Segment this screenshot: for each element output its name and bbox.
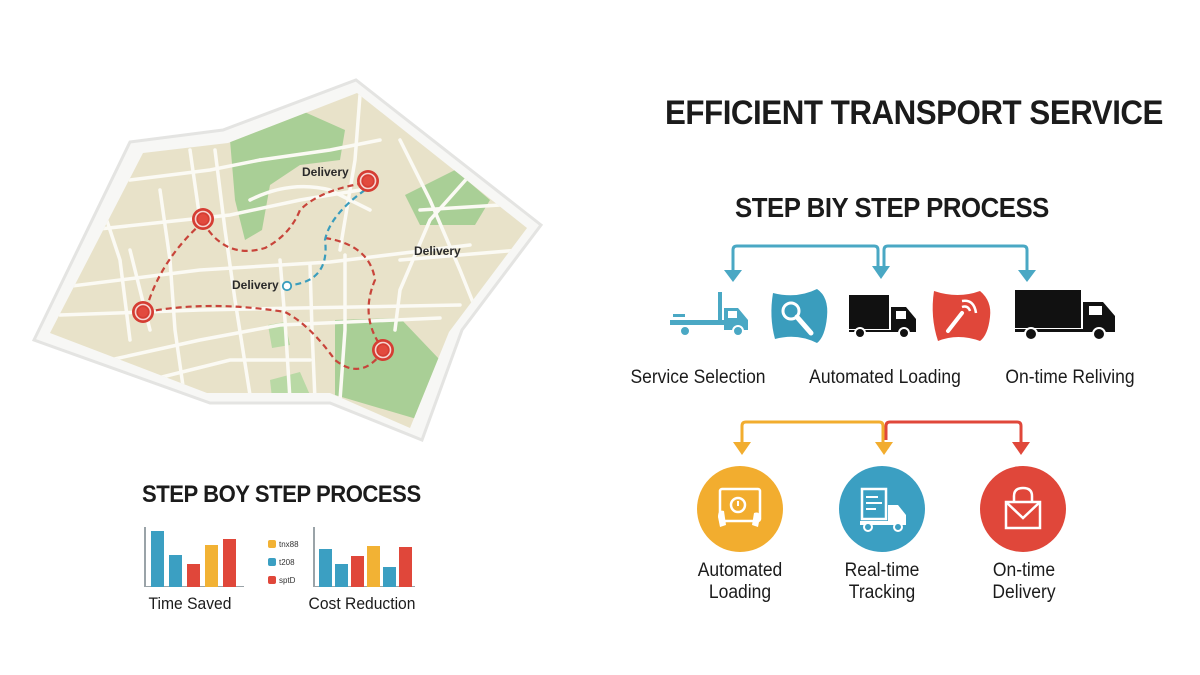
arrow-down-icon bbox=[875, 442, 893, 455]
chart-bar bbox=[151, 531, 164, 587]
delivery-pin-4[interactable] bbox=[371, 338, 395, 362]
map-label-delivery-center: Delivery bbox=[232, 278, 279, 292]
top-flow-arrows bbox=[724, 244, 1036, 282]
label-line: Automated bbox=[697, 560, 783, 581]
map-label-delivery-top: Delivery bbox=[302, 165, 349, 179]
tap-signal-icon bbox=[928, 287, 994, 350]
chart-bar bbox=[169, 555, 182, 587]
flatbed-truck-icon bbox=[668, 290, 752, 345]
label-line: Delivery bbox=[992, 582, 1056, 603]
legend-label: t208 bbox=[279, 557, 295, 567]
real-time-tracking-step[interactable] bbox=[839, 466, 925, 552]
tracking-truck-icon bbox=[860, 487, 906, 532]
legend-swatch bbox=[268, 576, 276, 584]
arrow-down-icon bbox=[733, 442, 751, 455]
loading-screen-icon bbox=[718, 487, 762, 527]
legend-item: sptD bbox=[268, 573, 308, 587]
stats-title: STEP BOY STEP PROCESS bbox=[142, 481, 421, 508]
chart-bar bbox=[351, 556, 364, 587]
chart-bar bbox=[319, 549, 332, 587]
arrow-down-icon bbox=[724, 270, 742, 282]
bottom-step-label-on-time-delivery: On-time Delivery bbox=[969, 560, 1079, 604]
delivery-pin-2[interactable] bbox=[191, 207, 215, 231]
legend-label: tnx88 bbox=[279, 539, 299, 549]
cost-reduction-label: Cost Reduction bbox=[308, 594, 416, 613]
chart-y-axis bbox=[313, 527, 315, 587]
bottom-step-label-automated-loading: Automated Loading bbox=[685, 560, 795, 604]
map-label-delivery-right: Delivery bbox=[414, 244, 461, 258]
chart-bar bbox=[335, 564, 348, 587]
search-touch-icon bbox=[767, 287, 833, 350]
chart-legend: tnx88 t208 sptD bbox=[268, 537, 308, 587]
delivery-pin-1[interactable] bbox=[356, 169, 380, 193]
automated-loading-step[interactable] bbox=[697, 466, 783, 552]
page-title: EFFICIENT TRANSPORT SERVICE bbox=[665, 94, 1163, 132]
legend-item: tnx88 bbox=[268, 537, 308, 551]
label-line: On-time bbox=[992, 560, 1056, 581]
delivery-map: Delivery Delivery Delivery bbox=[0, 0, 560, 460]
on-time-delivery-step[interactable] bbox=[980, 466, 1066, 552]
large-box-truck-icon bbox=[1013, 288, 1121, 349]
start-point[interactable] bbox=[281, 279, 293, 292]
chart-bar bbox=[223, 539, 236, 587]
label-line: Loading bbox=[708, 582, 772, 603]
chart-bar bbox=[383, 567, 396, 587]
map-pin-icon bbox=[372, 339, 394, 361]
cost-reduction-chart bbox=[313, 527, 415, 587]
map-illustration bbox=[31, 78, 544, 442]
box-truck-icon bbox=[848, 293, 920, 346]
arrow-down-icon bbox=[872, 266, 890, 279]
step-label-on-time-reliving: On-time Reliving bbox=[1005, 367, 1135, 388]
time-saved-chart bbox=[144, 527, 244, 587]
delivery-bag-icon bbox=[1004, 486, 1042, 530]
step-label-automated-loading: Automated Loading bbox=[809, 367, 961, 388]
chart-bar bbox=[187, 564, 200, 587]
chart-bar bbox=[367, 546, 380, 587]
legend-swatch bbox=[268, 558, 276, 566]
time-saved-label: Time Saved bbox=[148, 594, 232, 613]
legend-item: t208 bbox=[268, 555, 308, 569]
map-pin-icon bbox=[357, 170, 379, 192]
label-line: Tracking bbox=[848, 582, 916, 603]
arrow-down-icon bbox=[1012, 442, 1030, 455]
route-segment bbox=[144, 221, 204, 311]
bottom-step-label-real-time-tracking: Real-time Tracking bbox=[827, 560, 937, 604]
bottom-flow-arrows bbox=[733, 420, 1030, 455]
start-point-icon bbox=[281, 280, 293, 292]
chart-bar bbox=[399, 547, 412, 587]
delivery-pin-3[interactable] bbox=[131, 300, 155, 324]
process-subtitle: STEP BIY STEP PROCESS bbox=[735, 192, 1049, 223]
label-line: Real-time bbox=[844, 560, 920, 581]
chart-x-axis bbox=[313, 585, 415, 587]
legend-swatch bbox=[268, 540, 276, 548]
map-pin-icon bbox=[192, 208, 214, 230]
chart-bar bbox=[205, 545, 218, 587]
legend-label: sptD bbox=[279, 575, 296, 585]
arrow-down-icon bbox=[1018, 270, 1036, 282]
step-label-service-selection: Service Selection bbox=[630, 367, 766, 388]
map-pin-icon bbox=[132, 301, 154, 323]
chart-y-axis bbox=[144, 527, 146, 587]
